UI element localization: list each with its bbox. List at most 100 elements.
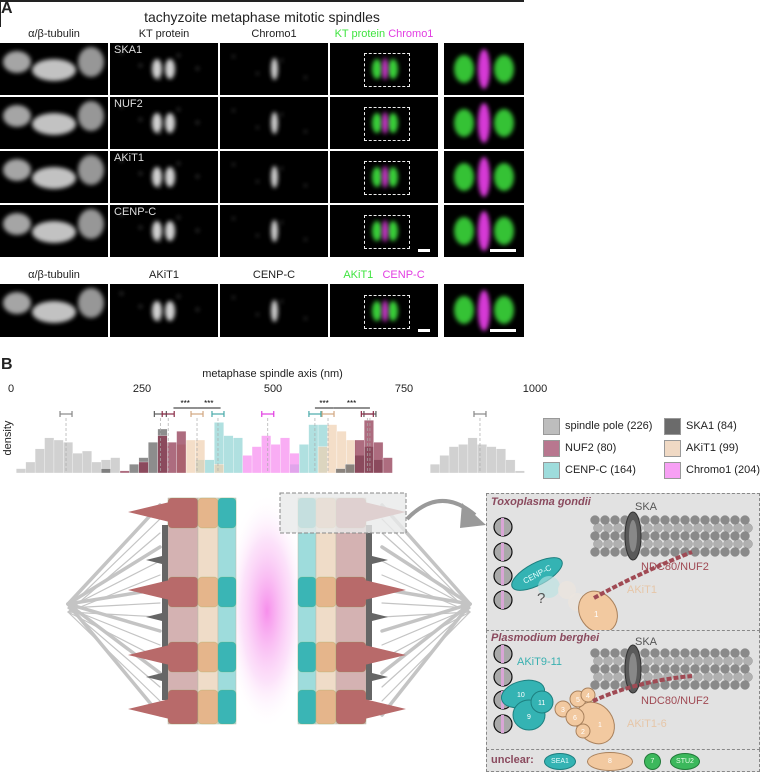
significance-marker: *** xyxy=(319,400,328,408)
akit11-shape xyxy=(530,690,554,714)
num-1: 1 xyxy=(598,722,602,729)
toxo-schematic: CENP-C 1 xyxy=(493,511,753,632)
ska-label-2: SKA xyxy=(635,636,658,648)
axis-tick xyxy=(0,16,1,22)
micrograph-akit1-cenpc-kt xyxy=(110,284,218,337)
micrograph-CENP-C-inset xyxy=(444,205,524,257)
row-label: SKA1 xyxy=(114,44,143,56)
akit6-shape xyxy=(565,707,585,727)
species-toxoplasma: Toxoplasma gondii xyxy=(491,496,591,508)
micrograph-AKiT1-tubulin xyxy=(0,151,108,203)
toxoplasma-model-box: Toxoplasma gondii SKA CENP-C 1 ? NDC80/N… xyxy=(486,493,760,632)
merge2-green-label: AKiT1 xyxy=(343,269,374,281)
row-label: NUF2 xyxy=(114,98,143,110)
num-2: 2 xyxy=(581,729,585,736)
zoom-region-box xyxy=(279,492,407,534)
num-9: 9 xyxy=(527,714,531,721)
panel-b-label: B xyxy=(1,356,13,373)
scale-bar xyxy=(418,329,430,332)
micrograph-SKA1-tubulin xyxy=(0,43,108,95)
micrograph-akit1-cenpc-inset xyxy=(444,284,524,337)
plasmo-schematic: 10 11 9 5 4 3 6 1 2 xyxy=(493,644,753,745)
significance-marker: *** xyxy=(181,400,190,408)
micrograph-SKA1-inset xyxy=(444,43,524,95)
merge2-magenta-label: CENP-C xyxy=(382,269,425,281)
col-header-kt: KT protein xyxy=(138,28,190,40)
legend-label: spindle pole (226) xyxy=(565,420,653,432)
micrograph-CENP-C-chromo xyxy=(220,205,328,257)
akit1-label: AKiT1 xyxy=(627,584,657,596)
micrograph-AKiT1-chromo xyxy=(220,151,328,203)
axis-tick xyxy=(0,11,1,17)
col2-header-tubulin: α/β-tubulin xyxy=(28,269,80,281)
significance-marker: *** xyxy=(347,400,356,408)
col-header-tubulin: α/β-tubulin xyxy=(28,28,80,40)
akit1-number: 1 xyxy=(594,610,599,619)
axis-tick-label: 0 xyxy=(7,383,15,395)
legend-label: Chromo1 (204) xyxy=(686,464,760,476)
merge-magenta-label: Chromo1 xyxy=(388,28,434,40)
micrograph-NUF2-tubulin xyxy=(0,97,108,149)
micrograph-NUF2-merge xyxy=(330,97,438,149)
legend-swatch xyxy=(543,418,560,435)
scale-bar xyxy=(490,249,516,252)
legend-label: SKA1 (84) xyxy=(686,420,737,432)
akit9-11-label: AKiT9-11 xyxy=(517,656,563,668)
num-11: 11 xyxy=(538,700,545,707)
col-header-chromo1: Chromo1 xyxy=(251,28,297,40)
legend-swatch xyxy=(664,462,681,479)
axis-tick xyxy=(0,21,1,27)
axis-tick-label: 500 xyxy=(263,383,283,395)
micrograph-akit1-cenpc-tubulin xyxy=(0,284,108,337)
num-3: 3 xyxy=(561,707,565,714)
density-histogram: ************ xyxy=(16,400,525,474)
ndc80-label-2: NDC80/NUF2 xyxy=(641,695,709,707)
row-label: CENP-C xyxy=(114,206,157,218)
inset-region-box xyxy=(364,53,410,87)
micrograph-AKiT1-merge xyxy=(330,151,438,203)
axis-title: metaphase spindle axis (nm) xyxy=(202,368,343,380)
col-header-merge: KT protein Chromo1 xyxy=(326,28,442,40)
axis-tick-label: 250 xyxy=(132,383,152,395)
inset-region-box xyxy=(364,294,410,329)
series-chromo1 xyxy=(242,435,300,474)
merge-green-label: KT protein xyxy=(334,28,386,40)
series-spindle xyxy=(16,437,525,474)
num-10: 10 xyxy=(517,692,525,699)
unknown-marker: ? xyxy=(537,590,546,607)
axis-tick xyxy=(0,6,1,12)
akit7-shape: 7 xyxy=(644,753,661,770)
micrograph-CENP-C-kt: CENP-C xyxy=(110,205,218,257)
kinetochore-diagram xyxy=(66,492,486,729)
stu2-shape: STU2 xyxy=(670,753,700,770)
micrograph-NUF2-chromo xyxy=(220,97,328,149)
panel-a-label: A xyxy=(1,0,13,17)
species-plasmodium: Plasmodium berghei xyxy=(491,632,600,644)
inset-region-box xyxy=(364,161,410,195)
ndc80-label: NDC80/NUF2 xyxy=(641,561,709,573)
num-6: 6 xyxy=(573,715,577,722)
inset-region-box xyxy=(364,107,410,141)
micrograph-SKA1-merge xyxy=(330,43,438,95)
series-nuf2 xyxy=(119,420,393,474)
col2-header-merge: AKiT1 CENP-C xyxy=(330,269,438,281)
micrograph-CENP-C-merge xyxy=(330,205,438,257)
panel-a-title: tachyzoite metaphase mitotic spindles xyxy=(144,9,380,25)
legend-label: AKiT1 (99) xyxy=(686,442,739,454)
legend-swatch xyxy=(543,462,560,479)
micrograph-akit1-cenpc-chromo xyxy=(220,284,328,337)
legend-swatch xyxy=(543,440,560,457)
num-4: 4 xyxy=(586,693,590,700)
micrograph-SKA1-chromo xyxy=(220,43,328,95)
legend-swatch xyxy=(664,418,681,435)
arrow-head-icon xyxy=(460,503,486,528)
micrograph-CENP-C-tubulin xyxy=(0,205,108,257)
row-label: AKiT1 xyxy=(114,152,144,164)
micrograph-NUF2-kt: NUF2 xyxy=(110,97,218,149)
akit2-shape xyxy=(575,723,591,739)
inset-region-box xyxy=(364,215,410,249)
akit8-shape: 8 xyxy=(587,752,633,771)
plasmodium-model-box: Plasmodium berghei SKA 10 11 9 5 4 3 6 1… xyxy=(486,630,760,750)
micrograph-AKiT1-kt: AKiT1 xyxy=(110,151,218,203)
sea1-shape: SEA1 xyxy=(544,753,576,770)
